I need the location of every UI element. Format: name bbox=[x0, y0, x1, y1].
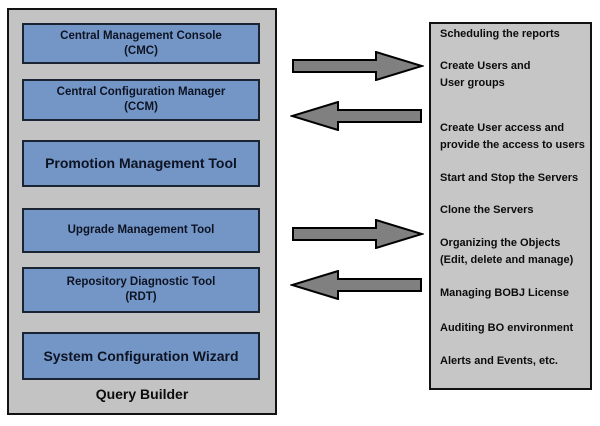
task-alerts-and-events: Alerts and Events, etc. bbox=[440, 355, 558, 367]
task-scheduling-reports: Scheduling the reports bbox=[440, 28, 560, 40]
task-auditing-bo-environment: Auditing BO environment bbox=[440, 322, 574, 334]
tool-box-system-config-wizard: System Configuration Wizard bbox=[22, 332, 260, 380]
task-clone-servers: Clone the Servers bbox=[440, 204, 534, 216]
arrow-left-icon bbox=[290, 270, 422, 300]
tool-box-cmc: Central Management Console (CMC) bbox=[22, 23, 260, 64]
task-create-users-groups: Create Users and User groups bbox=[440, 60, 531, 89]
tool-box-upgrade-management: Upgrade Management Tool bbox=[22, 208, 260, 253]
task-organizing-objects: Organizing the Objects (Edit, delete and… bbox=[440, 237, 574, 266]
tool-box-promotion-management: Promotion Management Tool bbox=[22, 140, 260, 187]
task-managing-bobj-license: Managing BOBJ License bbox=[440, 287, 569, 299]
arrow-left-icon bbox=[290, 101, 422, 131]
arrow-right-icon bbox=[292, 219, 424, 249]
tools-panel: Central Management Console (CMC) Central… bbox=[7, 8, 277, 415]
arrow-right-icon bbox=[292, 51, 424, 81]
tool-box-ccm: Central Configuration Manager (CCM) bbox=[22, 79, 260, 121]
query-builder-label: Query Builder bbox=[95, 386, 189, 402]
task-start-stop-servers: Start and Stop the Servers bbox=[440, 172, 579, 184]
tasks-panel: Scheduling the reports Create Users and … bbox=[429, 22, 592, 390]
task-create-user-access: Create User access and provide the acces… bbox=[440, 122, 585, 151]
tool-box-rdt: Repository Diagnostic Tool (RDT) bbox=[22, 267, 260, 313]
